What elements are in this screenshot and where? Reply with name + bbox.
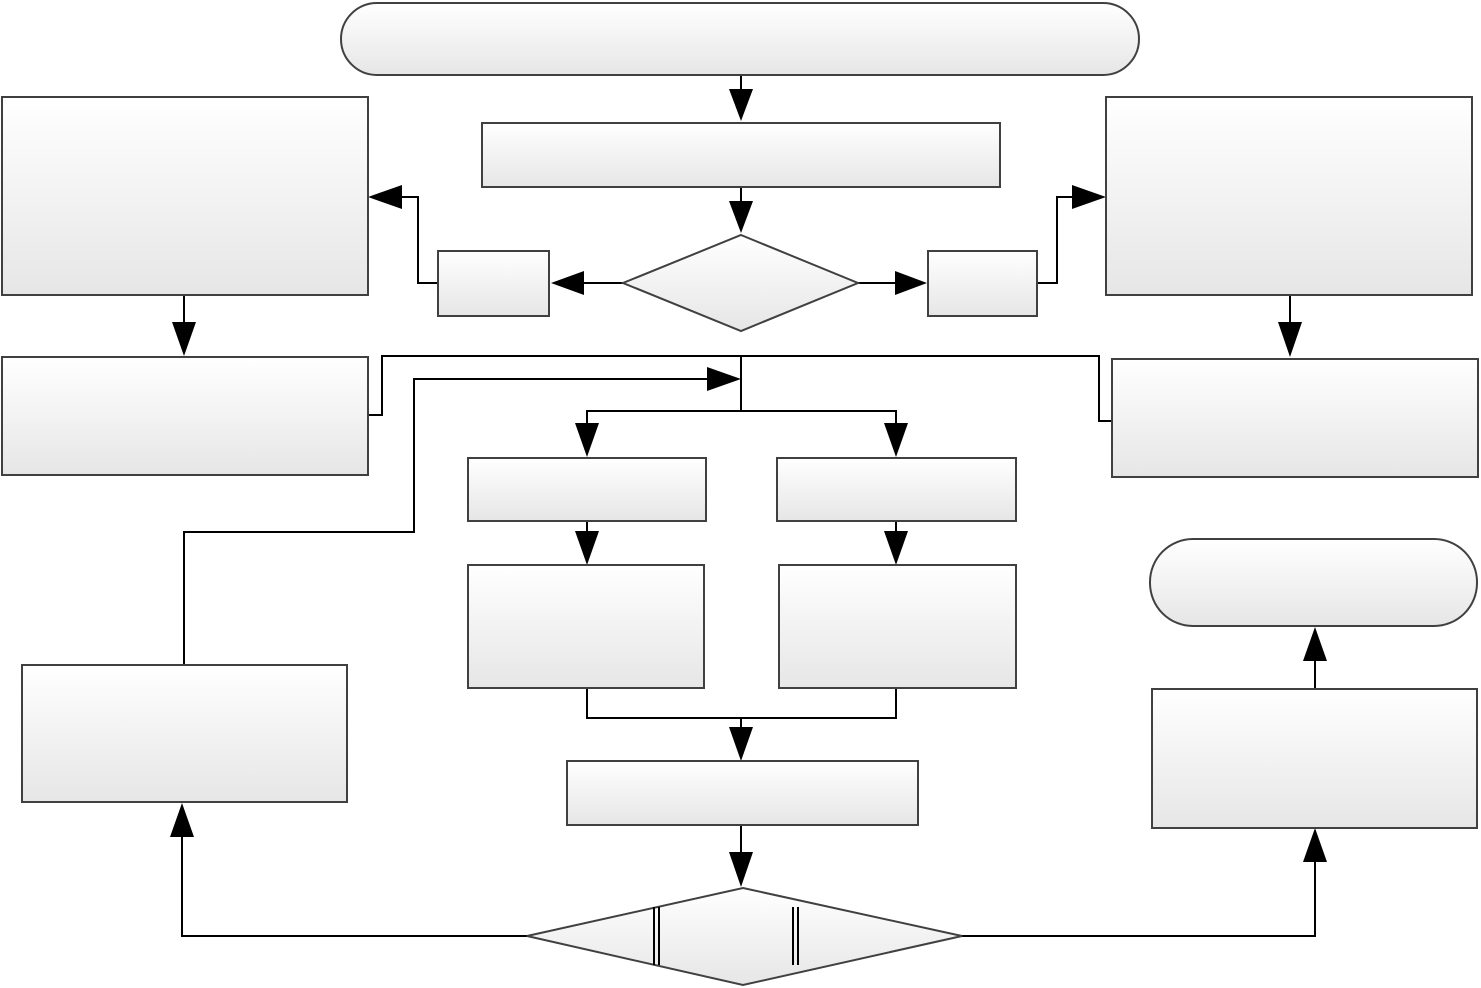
arrowhead-center-right-top <box>884 423 908 457</box>
connector-right-mid-to-bus <box>741 355 1112 422</box>
connector-right-small-to-right-large <box>1037 196 1080 284</box>
start-terminator-node <box>340 2 1140 76</box>
arrowhead-center-left-bottom <box>575 531 599 565</box>
end-terminator-node <box>1149 538 1478 627</box>
connector-join-bar <box>586 688 897 719</box>
merge-process-node <box>566 760 919 826</box>
connector-left-small-to-left-large <box>395 196 438 284</box>
arrowhead-left-small <box>551 271 584 295</box>
arrowhead-left-mid <box>172 322 196 356</box>
arrowhead-top-process <box>729 89 753 121</box>
center-right-bottom-node <box>778 564 1017 689</box>
arrowhead-right-small <box>895 271 927 295</box>
arrowhead-end-terminator <box>1303 627 1327 661</box>
arrowhead-bottom-right-process <box>1303 828 1327 862</box>
connector-split-bar <box>586 410 897 430</box>
connector-left-mid-to-bus <box>368 355 741 416</box>
arrowhead-left-large <box>368 185 402 209</box>
bottom-right-process-node <box>1151 688 1478 829</box>
arrowhead-bottom-decision <box>729 852 753 887</box>
center-right-top-node <box>776 457 1017 522</box>
right-large-node <box>1105 96 1473 296</box>
center-left-top-node <box>467 457 707 522</box>
arrowhead-feedback-loop <box>707 367 741 391</box>
left-mid-node <box>1 356 369 476</box>
top-process-node <box>481 122 1001 188</box>
arrowhead-top-decision <box>729 201 753 233</box>
left-large-node <box>1 96 369 296</box>
top-decision-node <box>620 233 861 333</box>
arrowhead-bottom-left-process <box>170 803 194 837</box>
right-mid-node <box>1111 358 1479 478</box>
connector-bottom-decision-to-left <box>181 830 527 937</box>
bottom-left-process-node <box>21 664 348 803</box>
connector-feedback-loop <box>183 378 712 665</box>
connector-bottom-decision-to-right <box>962 857 1316 937</box>
bottom-decision-node <box>526 886 963 987</box>
arrowhead-right-large <box>1072 185 1106 209</box>
arrowhead-merge-process <box>729 727 753 761</box>
center-left-bottom-node <box>467 564 705 689</box>
arrowhead-right-mid <box>1278 322 1302 357</box>
connectors <box>170 75 1327 937</box>
right-small-node <box>927 250 1038 317</box>
left-small-node <box>437 250 550 317</box>
arrowhead-center-right-bottom <box>884 531 908 565</box>
arrowhead-center-left-top <box>575 423 599 457</box>
